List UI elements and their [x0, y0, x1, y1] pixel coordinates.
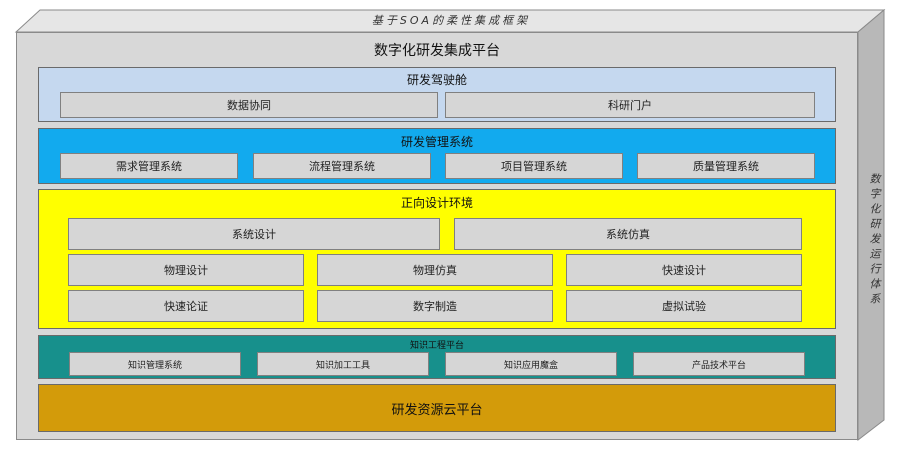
management-item: 流程管理系统	[253, 153, 431, 179]
design-item: 物理设计	[68, 254, 304, 286]
management-item: 需求管理系统	[60, 153, 238, 179]
knowledge-item: 知识加工工具	[257, 352, 429, 376]
framework-label: 基于SOA的柔性集成框架	[371, 14, 531, 27]
platform-title: 数字化研发集成平台	[374, 43, 500, 59]
knowledge-item: 产品技术平台	[633, 352, 805, 376]
design-item: 物理仿真	[317, 254, 553, 286]
management-title: 研发管理系统	[400, 135, 473, 149]
knowledge-layer: 知识工程平台 知识管理系统 知识加工工具 知识应用魔盒 产品技术平台	[38, 335, 836, 379]
frame-side-face	[857, 8, 885, 442]
design-item: 数字制造	[317, 290, 553, 322]
cloud-title: 研发资源云平台	[391, 402, 483, 418]
design-item: 系统仿真	[454, 218, 802, 250]
knowledge-item: 知识管理系统	[69, 352, 241, 376]
design-item: 虚拟试验	[566, 290, 802, 322]
management-item: 项目管理系统	[445, 153, 623, 179]
management-item: 质量管理系统	[637, 153, 815, 179]
design-title: 正向设计环境	[400, 196, 473, 210]
cockpit-item: 数据协同	[60, 92, 438, 118]
cockpit-layer: 研发驾驶舱 数据协同 科研门户	[38, 67, 836, 122]
design-layer: 正向设计环境 系统设计 系统仿真 物理设计 物理仿真 快速设计 快速论证 数字制…	[38, 189, 836, 329]
design-item: 快速设计	[566, 254, 802, 286]
knowledge-item: 知识应用魔盒	[445, 352, 617, 376]
management-layer: 研发管理系统 需求管理系统 流程管理系统 项目管理系统 质量管理系统	[38, 128, 836, 184]
cloud-layer: 研发资源云平台	[38, 384, 836, 432]
design-item: 快速论证	[68, 290, 304, 322]
knowledge-title: 知识工程平台	[409, 341, 464, 351]
design-item: 系统设计	[68, 218, 440, 250]
operation-system-label: 数字化研发运行体系	[868, 172, 881, 308]
cockpit-item: 科研门户	[445, 92, 815, 118]
cockpit-title: 研发驾驶舱	[406, 73, 467, 87]
